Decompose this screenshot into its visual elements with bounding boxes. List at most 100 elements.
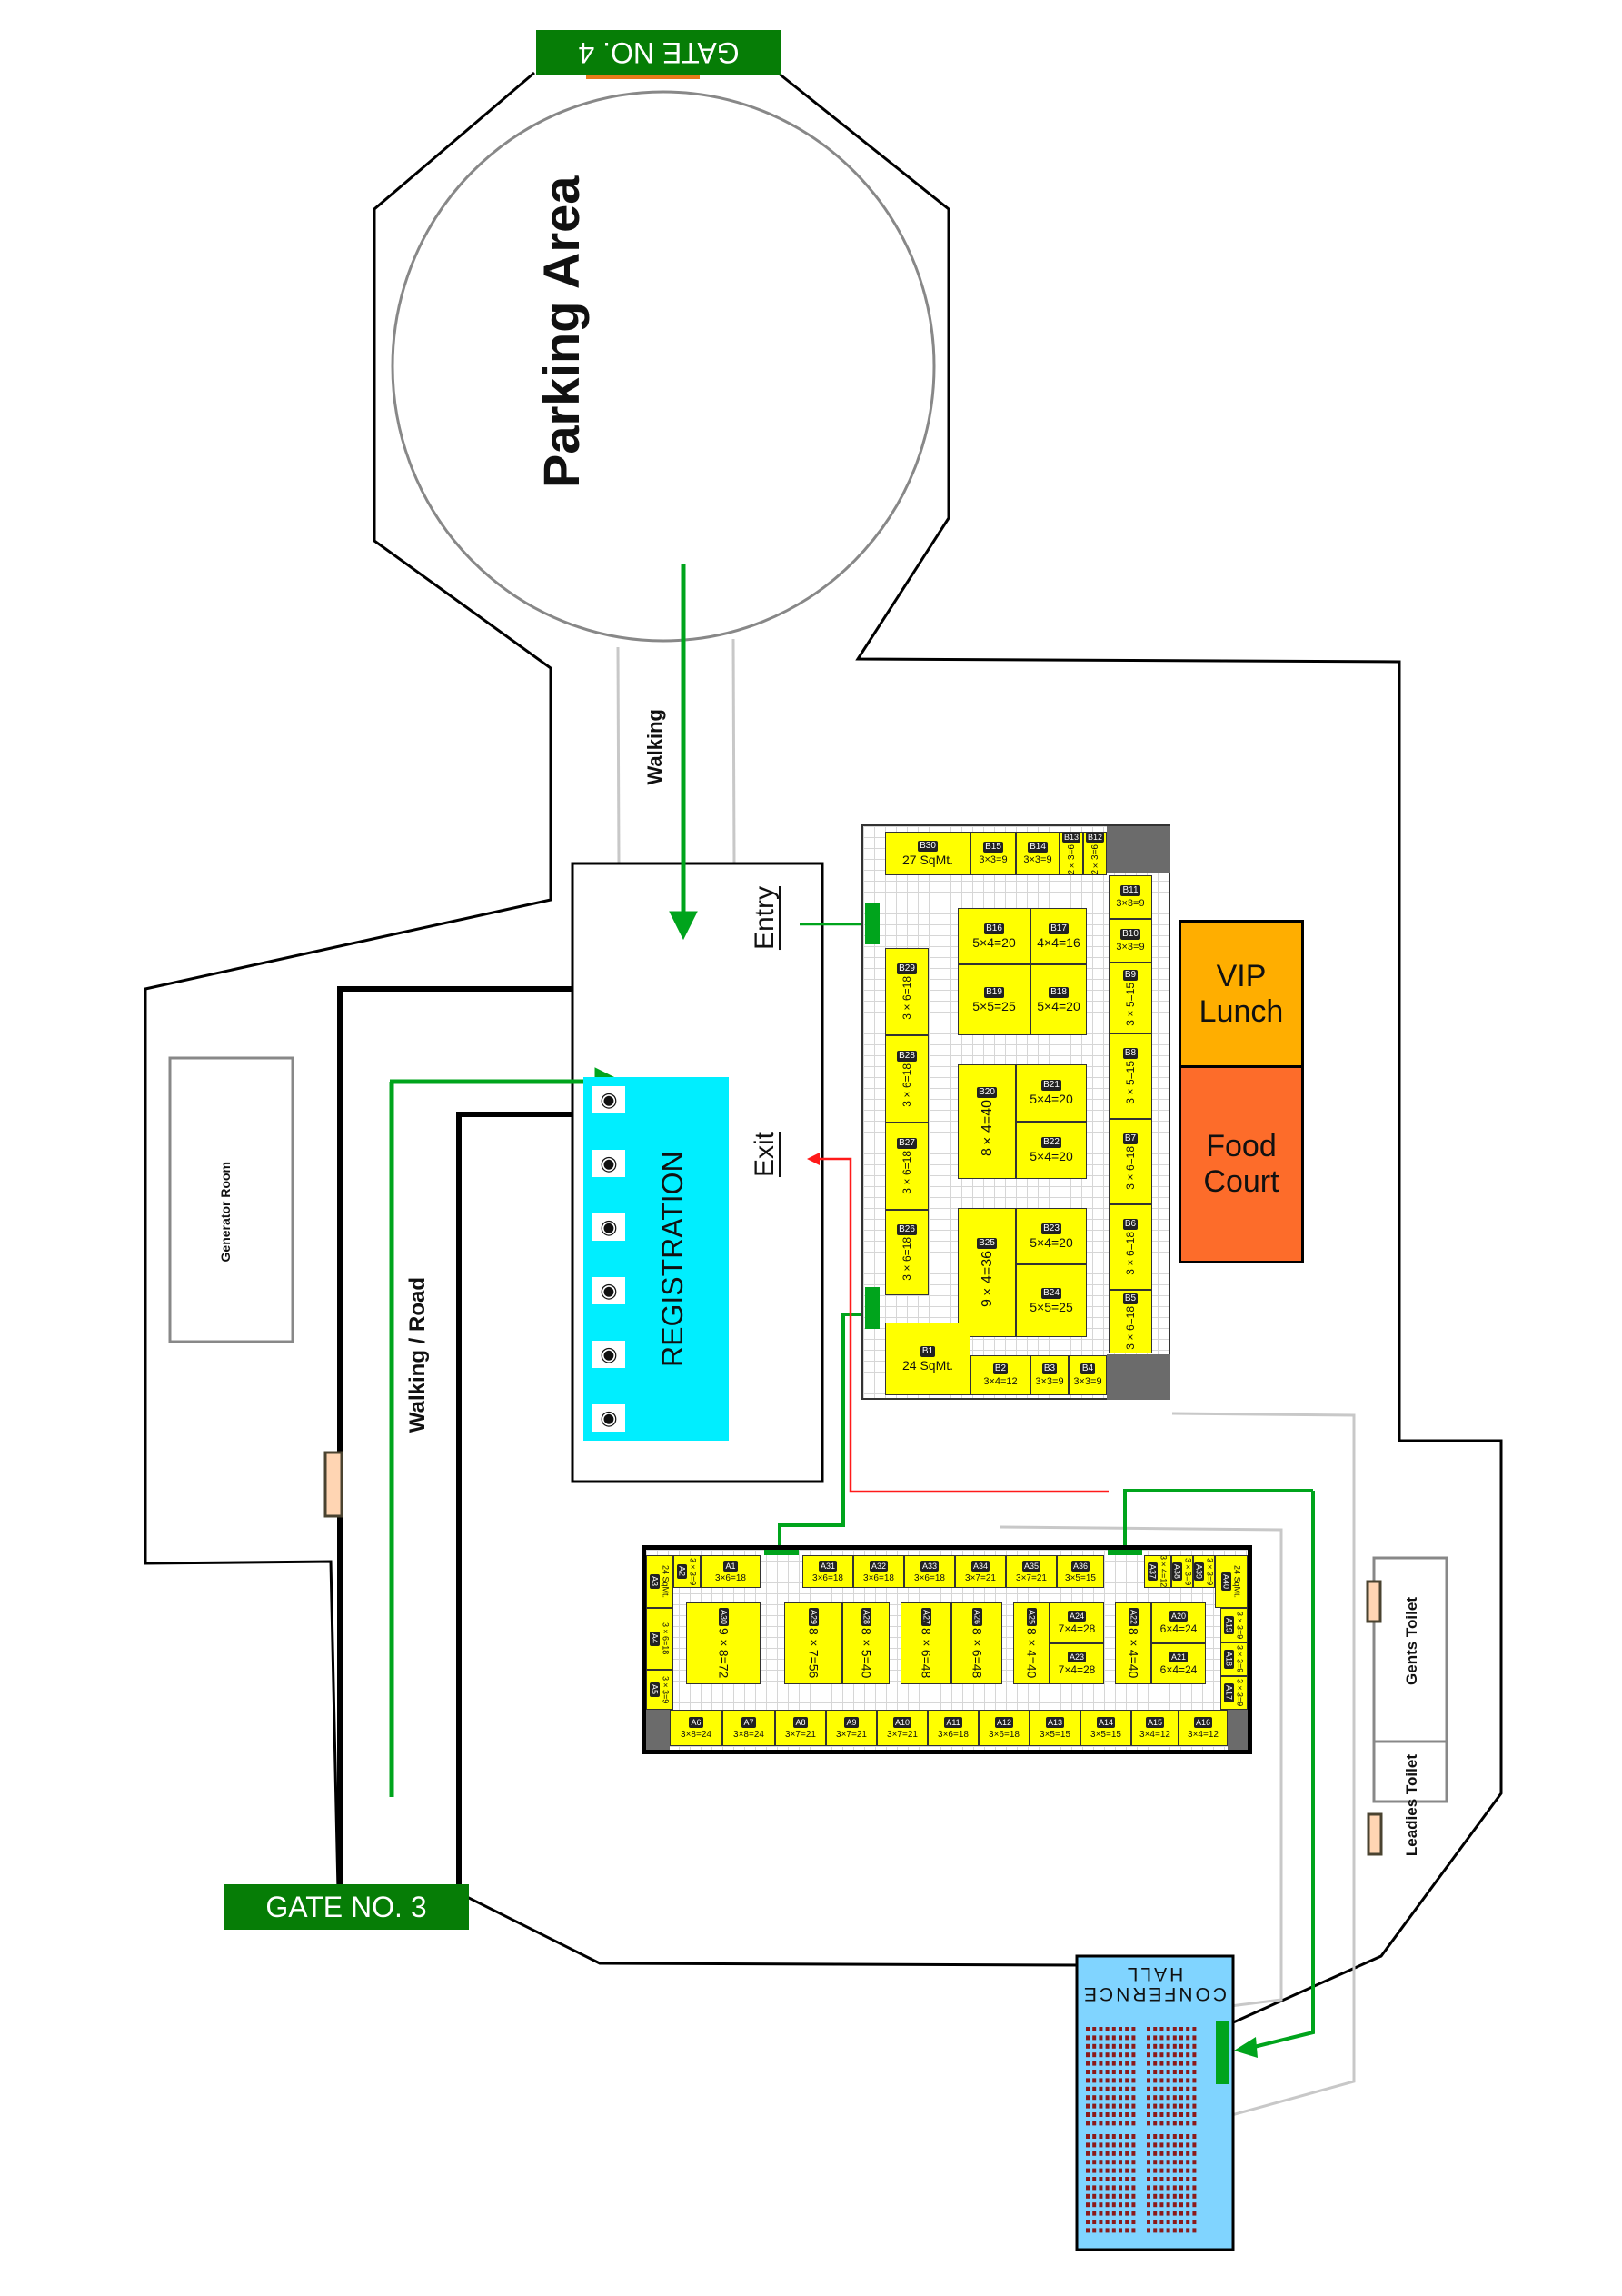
- seat-icon: [1159, 2193, 1164, 2199]
- seat-icon: [1099, 2112, 1103, 2117]
- seat-icon: [1092, 2078, 1097, 2083]
- seat-icon: [1172, 2121, 1177, 2126]
- entry-label[interactable]: Entry: [750, 886, 780, 951]
- stall-id-badge: A34: [970, 1560, 990, 1572]
- seat-icon: [1131, 2185, 1136, 2191]
- gate-4-label: GATE NO. 4: [536, 30, 781, 75]
- exit-label[interactable]: Exit: [750, 1132, 780, 1178]
- seat-icon: [1172, 2035, 1177, 2041]
- seat-icon: [1092, 2095, 1097, 2101]
- stall-id-badge: A21: [1169, 1652, 1188, 1662]
- seat-icon: [1166, 2078, 1170, 2083]
- conference-hall-label: CONFERNCE HALL: [1081, 1963, 1227, 2004]
- seat-icon: [1172, 2134, 1177, 2139]
- seat-icon: [1111, 2220, 1116, 2224]
- seat-icon: [1186, 2112, 1190, 2117]
- hall-b-entry-door[interactable]: [865, 903, 880, 944]
- seat-icon: [1153, 2027, 1158, 2031]
- seat-icon: [1147, 2193, 1150, 2199]
- seat-icon: [1125, 2168, 1129, 2173]
- hall-b-corner-bottom: [1107, 1354, 1170, 1400]
- seat-icon: [1179, 2070, 1183, 2074]
- seat-icon: [1192, 2168, 1197, 2173]
- stall-id-badge: B14: [1028, 842, 1048, 853]
- seat-icon: [1172, 2086, 1177, 2091]
- hall-a-door-left[interactable]: [764, 1550, 799, 1555]
- seat-icon: [1159, 2112, 1164, 2117]
- hall-b-exit-door[interactable]: [865, 1287, 880, 1329]
- hall-a-door-right[interactable]: [1108, 1550, 1142, 1555]
